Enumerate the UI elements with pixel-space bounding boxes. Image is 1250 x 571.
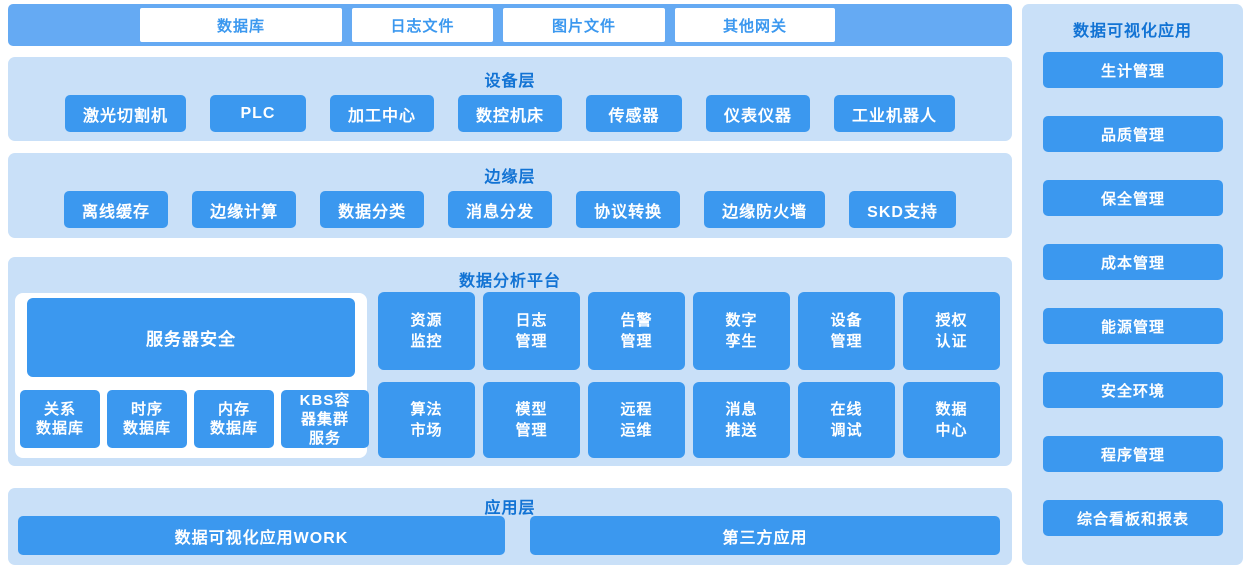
device-layer-row: 激光切割机 PLC 加工中心 数控机床 传感器 仪表仪器 工业机器人: [8, 95, 1012, 132]
gateway-item-database: 数据库: [140, 8, 342, 42]
node-sensor: 传感器: [586, 95, 682, 132]
sidebar-title: 数据可视化应用: [1072, 23, 1192, 40]
node-model-management: 模型 管理: [483, 382, 580, 458]
node-server-security: 服务器安全: [27, 298, 355, 377]
server-group: 服务器安全 关系 数据库 时序 数据库 内存 数据库 KBS容 器集群 服务: [15, 293, 369, 458]
edge-layer-row: 离线缓存 边缘计算 数据分类 消息分发 协议转换 边缘防火墙 SKD支持: [8, 191, 1012, 228]
edge-layer-panel: 边缘层 离线缓存 边缘计算 数据分类 消息分发 协议转换 边缘防火墙 SKD支持: [8, 153, 1012, 238]
data-platform-panel: 数据分析平台 服务器安全 关系 数据库 时序 数据库 内存 数据库 KBS容 器…: [8, 257, 1012, 466]
node-data-classification: 数据分类: [320, 191, 425, 228]
node-data-visualization-work: 数据可视化应用WORK: [18, 516, 505, 555]
node-offline-cache: 离线缓存: [64, 191, 169, 228]
application-layer-panel: 应用层 数据可视化应用WORK 第三方应用: [8, 488, 1012, 565]
node-maintenance-management: 保全管理: [1043, 180, 1223, 216]
node-auth-certification: 授权 认证: [903, 292, 1000, 370]
node-skd-support: SKD支持: [849, 191, 956, 228]
node-livelihood-management: 生计管理: [1043, 52, 1223, 88]
visualization-apps-sidebar: 数据可视化应用 生计管理 品质管理 保全管理 成本管理 能源管理 安全环境 程序…: [1022, 4, 1243, 565]
node-kbs-container-cluster: KBS容 器集群 服务: [281, 390, 369, 448]
node-edge-computing: 边缘计算: [192, 191, 297, 228]
edge-layer-title: 边缘层: [484, 169, 536, 186]
gateway-item-image-files: 图片文件: [503, 8, 665, 42]
node-inmemory-db: 内存 数据库: [194, 390, 274, 448]
node-dashboard-reports: 综合看板和报表: [1043, 500, 1223, 536]
node-instruments: 仪表仪器: [706, 95, 811, 132]
node-online-debug: 在线 调试: [798, 382, 895, 458]
node-cost-management: 成本管理: [1043, 244, 1223, 280]
node-safety-environment: 安全环境: [1043, 372, 1223, 408]
node-timeseries-db: 时序 数据库: [107, 390, 187, 448]
node-message-dispatch: 消息分发: [448, 191, 553, 228]
node-device-management: 设备 管理: [798, 292, 895, 370]
node-digital-twin: 数字 孪生: [693, 292, 790, 370]
node-relational-db: 关系 数据库: [20, 390, 100, 448]
node-protocol-convert: 协议转换: [576, 191, 681, 228]
node-plc: PLC: [209, 95, 306, 132]
node-cnc-machine: 数控机床: [457, 95, 562, 132]
node-third-party-app: 第三方应用: [530, 516, 1000, 555]
gateway-item-other-gateway: 其他网关: [675, 8, 835, 42]
sidebar-list: 生计管理 品质管理 保全管理 成本管理 能源管理 安全环境 程序管理 综合看板和…: [1043, 52, 1223, 536]
node-energy-management: 能源管理: [1043, 308, 1223, 344]
database-row: 关系 数据库 时序 数据库 内存 数据库 KBS容 器集群 服务: [20, 390, 369, 448]
gateway-bar: 数据库 日志文件 图片文件 其他网关: [8, 4, 1012, 46]
node-alarm-management: 告警 管理: [588, 292, 685, 370]
node-algorithm-market: 算法 市场: [378, 382, 475, 458]
node-quality-management: 品质管理: [1043, 116, 1223, 152]
gateway-item-log-files: 日志文件: [352, 8, 493, 42]
node-program-management: 程序管理: [1043, 436, 1223, 472]
device-layer-title: 设备层: [484, 73, 536, 90]
application-layer-title: 应用层: [484, 500, 536, 517]
node-message-push: 消息 推送: [693, 382, 790, 458]
device-layer-panel: 设备层 激光切割机 PLC 加工中心 数控机床 传感器 仪表仪器 工业机器人: [8, 57, 1012, 141]
node-log-management: 日志 管理: [483, 292, 580, 370]
node-laser-cutter: 激光切割机: [64, 95, 186, 132]
data-platform-title: 数据分析平台: [458, 273, 561, 290]
node-data-center: 数据 中心: [903, 382, 1000, 458]
node-industrial-robot: 工业机器人: [834, 95, 956, 132]
node-resource-monitor: 资源 监控: [378, 292, 475, 370]
node-machining-center: 加工中心: [329, 95, 434, 132]
platform-grid: 资源 监控 日志 管理 告警 管理 数字 孪生 设备 管理 授权 认证 算法 市…: [378, 292, 1000, 458]
node-edge-firewall: 边缘防火墙: [704, 191, 826, 228]
node-remote-ops: 远程 运维: [588, 382, 685, 458]
